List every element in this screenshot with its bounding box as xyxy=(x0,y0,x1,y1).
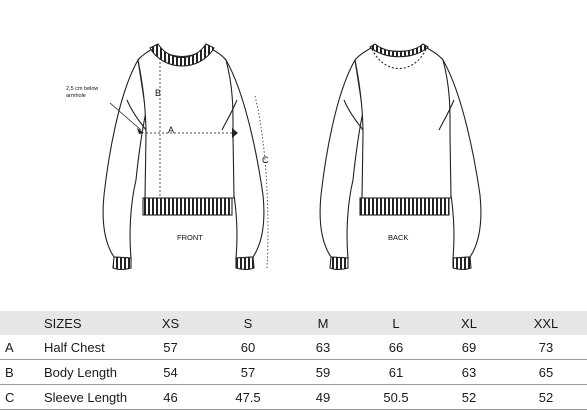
cell-value: 52 xyxy=(433,384,505,410)
cell-value: 73 xyxy=(505,335,587,360)
cell-value: 57 xyxy=(209,359,287,385)
table-row: A Half Chest 57 60 63 66 69 73 xyxy=(0,335,587,360)
cell-value: 46 xyxy=(132,384,209,410)
armhole-note-line2: armhole xyxy=(66,93,86,99)
row-name: Body Length xyxy=(44,359,132,385)
header-size-l: L xyxy=(392,315,400,331)
cell-value: 65 xyxy=(505,359,587,385)
armhole-note-line1: 2,5 cm below xyxy=(66,86,98,92)
chest-arrow-icon xyxy=(232,128,238,138)
cell-value: 59 xyxy=(287,359,359,385)
cell-value: 49 xyxy=(287,384,359,410)
size-table: SIZES XS S M L XL XXL A Half Chest 57 60… xyxy=(0,311,587,410)
cell-value: 57 xyxy=(132,335,209,360)
row-code: C xyxy=(0,384,44,410)
cell-value: 69 xyxy=(433,335,505,360)
cell-value: 52 xyxy=(505,384,587,410)
row-code: A xyxy=(0,335,44,360)
back-sweater xyxy=(319,43,482,271)
sweater-technical-drawing: 2,5 cm below armhole B A C FRONT BACK xyxy=(66,43,482,271)
measure-b-label: B xyxy=(155,88,161,98)
cell-value: 63 xyxy=(433,359,505,385)
table-header-row: SIZES XS S M L XL XXL xyxy=(0,311,587,335)
row-name: Half Chest xyxy=(44,335,132,360)
measure-c-label: C xyxy=(262,155,269,165)
table-row: B Body Length 54 57 59 61 63 65 xyxy=(0,359,587,385)
cell-value: 50.5 xyxy=(359,384,433,410)
table-row: C Sleeve Length 46 47.5 49 50.5 52 52 xyxy=(0,384,587,410)
front-measurement-guides xyxy=(109,58,269,269)
header-size-xxl: XXL xyxy=(533,315,559,331)
header-size-xs: XS xyxy=(161,315,180,331)
cell-value: 47.5 xyxy=(209,384,287,410)
cell-value: 60 xyxy=(209,335,287,360)
header-size-xl: XL xyxy=(461,315,477,331)
cell-value: 61 xyxy=(359,359,433,385)
size-chart: SIZES XS S M L XL XXL A Half Chest 57 60… xyxy=(0,311,587,410)
header-sizes: SIZES xyxy=(44,315,82,331)
header-code xyxy=(0,311,44,335)
armhole-arrow-icon xyxy=(137,128,144,134)
cell-value: 54 xyxy=(132,359,209,385)
measure-a-label: A xyxy=(168,125,174,135)
cell-value: 63 xyxy=(287,335,359,360)
back-label: BACK xyxy=(388,233,408,242)
front-label: FRONT xyxy=(177,233,203,242)
header-size-m: M xyxy=(317,315,329,331)
row-name: Sleeve Length xyxy=(44,384,132,410)
front-sweater xyxy=(102,43,265,271)
cell-value: 66 xyxy=(359,335,433,360)
row-code: B xyxy=(0,359,44,385)
header-size-s: S xyxy=(243,315,253,331)
